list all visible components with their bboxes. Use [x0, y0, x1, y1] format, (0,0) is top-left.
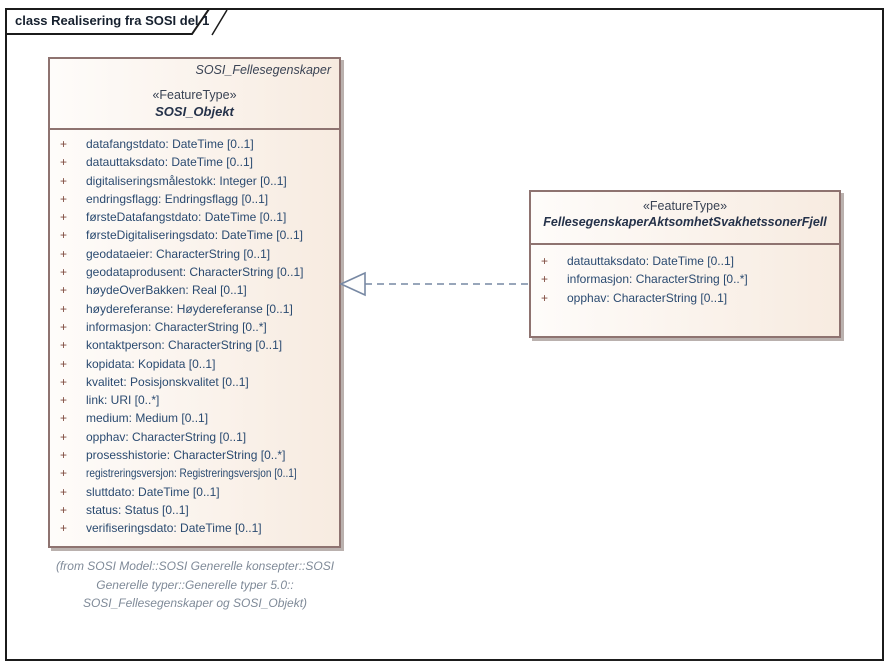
attribute-text: status: Status [0..1]	[86, 502, 189, 517]
class-origin-note: (from SOSI Model::SOSI Generelle konsept…	[40, 557, 350, 613]
attribute-row: + førsteDatafangstdato: DateTime [0..1]	[50, 208, 339, 226]
attribute-text: datafangstdato: DateTime [0..1]	[86, 137, 254, 151]
visibility-marker: +	[60, 228, 68, 243]
visibility-marker: +	[60, 319, 68, 334]
attributes-list: + datafangstdato: DateTime [0..1] + data…	[50, 130, 339, 538]
attribute-text: informasjon: CharacterString [0..*]	[86, 319, 267, 334]
note-line: Generelle typer::Generelle typer 5.0::	[96, 577, 294, 592]
attribute-text: kvalitet: Posisjonskvalitet [0..1]	[86, 374, 249, 389]
attribute-text: medium: Medium [0..1]	[86, 411, 209, 426]
attribute-text: kopidata: Kopidata [0..1]	[86, 356, 216, 371]
note-line: SOSI_Fellesegenskaper og SOSI_Objekt)	[82, 596, 308, 610]
stereotype-label: «FeatureType»	[152, 88, 237, 102]
attribute-text: kontaktperson: CharacterString [0..1]	[86, 338, 283, 353]
attribute-row: + datauttaksdato: DateTime [0..1]	[531, 252, 839, 270]
stereotype-label: «FeatureType»	[642, 199, 728, 213]
class-name: SOSI_Objekt	[155, 104, 234, 119]
attribute-text: geodataprodusent: CharacterString [0..1]	[86, 265, 304, 280]
attribute-row: + informasjon: CharacterString [0..*]	[531, 270, 839, 288]
class-box-fellesegenskaper-aktsomhet[interactable]: «FeatureType» FellesegenskaperAktsomhetS…	[529, 190, 841, 338]
attribute-row: + registreringsversjon: Registreringsver…	[50, 464, 339, 482]
realization-arrow	[339, 271, 530, 297]
attribute-row: + datauttaksdato: DateTime [0..1]	[50, 153, 339, 171]
attribute-row: + høydeOverBakken: Real [0..1]	[50, 281, 339, 299]
visibility-marker: +	[60, 521, 68, 536]
visibility-marker: +	[60, 338, 68, 353]
attribute-row: + sluttdato: DateTime [0..1]	[50, 483, 339, 501]
attribute-row: + førsteDigitaliseringsdato: DateTime [0…	[50, 226, 339, 244]
note-line: (from SOSI Model::SOSI Generelle konsept…	[55, 559, 335, 573]
attribute-row: + medium: Medium [0..1]	[50, 409, 339, 427]
visibility-marker: +	[60, 283, 68, 298]
visibility-marker: +	[541, 254, 549, 268]
attribute-row: + link: URI [0..*]	[50, 391, 339, 409]
attribute-row: + endringsflagg: Endringsflagg [0..1]	[50, 190, 339, 208]
attribute-row: + kvalitet: Posisjonskvalitet [0..1]	[50, 373, 339, 391]
attribute-text: digitaliseringsmålestokk: Integer [0..1]	[86, 173, 287, 188]
attribute-text: opphav: CharacterString [0..1]	[567, 290, 728, 305]
visibility-marker: +	[60, 502, 68, 517]
visibility-marker: +	[60, 429, 68, 444]
visibility-marker: +	[60, 466, 68, 481]
class-header: SOSI_Fellesegenskaper «FeatureType» SOSI…	[50, 59, 339, 130]
visibility-marker: +	[60, 210, 68, 225]
attribute-row: + prosesshistorie: CharacterString [0..*…	[50, 446, 339, 464]
realization-arrowhead-icon	[339, 271, 366, 297]
diagram-title: class Realisering fra SOSI del 1	[15, 13, 210, 28]
visibility-marker: +	[60, 374, 68, 389]
attribute-text: link: URI [0..*]	[86, 393, 160, 408]
attribute-text: prosesshistorie: CharacterString [0..*]	[86, 448, 286, 463]
attribute-text: geodataeier: CharacterString [0..1]	[86, 246, 271, 261]
visibility-marker: +	[60, 246, 68, 261]
diagram-title-tab	[5, 8, 228, 36]
visibility-marker: +	[60, 173, 68, 188]
attribute-row: + datafangstdato: DateTime [0..1]	[50, 135, 339, 153]
attribute-text: høydereferanse: Høydereferanse [0..1]	[86, 301, 293, 316]
visibility-marker: +	[60, 484, 68, 499]
visibility-marker: +	[60, 265, 68, 280]
visibility-marker: +	[60, 191, 68, 206]
visibility-marker: +	[60, 411, 68, 426]
attribute-row: + kontaktperson: CharacterString [0..1]	[50, 336, 339, 354]
diagram-frame	[5, 8, 884, 661]
visibility-marker: +	[541, 272, 549, 287]
visibility-marker: +	[60, 393, 68, 408]
attribute-row: + opphav: CharacterString [0..1]	[50, 428, 339, 446]
attribute-row: + geodataprodusent: CharacterString [0..…	[50, 263, 339, 281]
attribute-text: verifiseringsdato: DateTime [0..1]	[86, 521, 262, 536]
attribute-text: endringsflagg: Endringsflagg [0..1]	[86, 191, 269, 206]
attribute-text: førsteDigitaliseringsdato: DateTime [0..…	[86, 228, 303, 243]
attribute-row: + kopidata: Kopidata [0..1]	[50, 355, 339, 373]
attributes-list: + datauttaksdato: DateTime [0..1] + info…	[531, 245, 839, 307]
attribute-row: + digitaliseringsmålestokk: Integer [0..…	[50, 172, 339, 190]
visibility-marker: +	[60, 155, 68, 170]
attribute-row: + opphav: CharacterString [0..1]	[531, 289, 839, 307]
attribute-text: registreringsversjon: Registreringsversj…	[86, 466, 297, 481]
visibility-marker: +	[60, 356, 68, 371]
attribute-text: sluttdato: DateTime [0..1]	[86, 484, 220, 499]
attribute-row: + verifiseringsdato: DateTime [0..1]	[50, 519, 339, 537]
attribute-text: informasjon: CharacterString [0..*]	[567, 272, 748, 287]
attribute-row: + status: Status [0..1]	[50, 501, 339, 519]
class-name: FellesegenskaperAktsomhetSvakhetssonerFj…	[543, 215, 827, 229]
attribute-row: + informasjon: CharacterString [0..*]	[50, 318, 339, 336]
attribute-text: høydeOverBakken: Real [0..1]	[86, 283, 247, 298]
attribute-row: + geodataeier: CharacterString [0..1]	[50, 245, 339, 263]
visibility-marker: +	[60, 448, 68, 463]
attribute-row: + høydereferanse: Høydereferanse [0..1]	[50, 300, 339, 318]
attribute-text: datauttaksdato: DateTime [0..1]	[567, 254, 734, 268]
visibility-marker: +	[541, 290, 549, 305]
class-box-sosi-objekt[interactable]: SOSI_Fellesegenskaper «FeatureType» SOSI…	[48, 57, 341, 548]
attribute-text: førsteDatafangstdato: DateTime [0..1]	[86, 210, 287, 225]
attribute-text: opphav: CharacterString [0..1]	[86, 429, 247, 444]
visibility-marker: +	[60, 137, 68, 151]
package-label: SOSI_Fellesegenskaper	[195, 63, 332, 77]
visibility-marker: +	[60, 301, 68, 316]
class-header: «FeatureType» FellesegenskaperAktsomhetS…	[531, 199, 839, 245]
attribute-text: datauttaksdato: DateTime [0..1]	[86, 155, 253, 170]
